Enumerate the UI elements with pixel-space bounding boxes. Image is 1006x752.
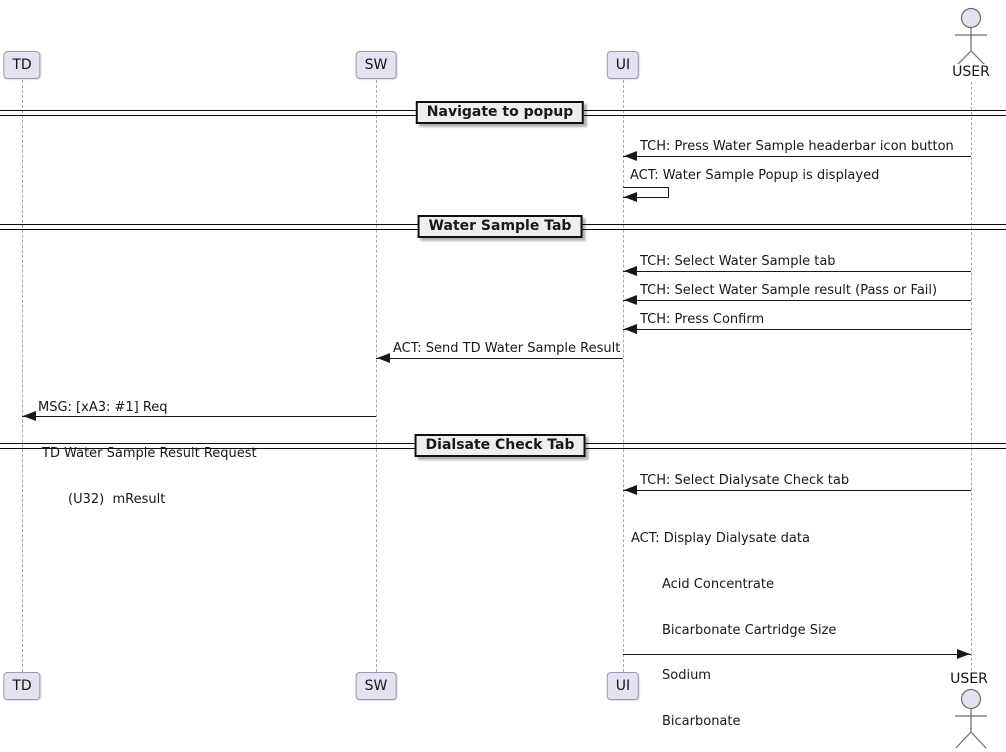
arrowhead-left-icon <box>624 295 637 305</box>
participant-td-bottom: TD <box>3 672 41 700</box>
message-5-arrow <box>623 329 971 330</box>
message-2-self-arrow <box>623 187 669 198</box>
message-7-line-1: MSG: [xA3: #1] Req <box>38 400 168 416</box>
participant-sw-bottom: SW <box>355 672 397 700</box>
lifeline-ui <box>623 80 624 672</box>
message-9-line-5: Bicarbonate <box>662 713 741 729</box>
message-8-label: TCH: Select Dialysate Check tab <box>640 473 850 488</box>
lifeline-sw <box>376 80 377 672</box>
arrowhead-left-icon <box>624 192 637 202</box>
arrowhead-left-icon <box>624 485 637 495</box>
message-5-label: TCH: Press Confirm <box>640 312 765 327</box>
arrowhead-left-icon <box>377 353 390 363</box>
message-4-arrow <box>623 300 971 301</box>
arrowhead-left-icon <box>23 411 36 421</box>
arrowhead-left-icon <box>624 266 637 276</box>
message-6-label: ACT: Send TD Water Sample Result <box>393 341 621 356</box>
message-9-line-4: Sodium <box>662 668 711 684</box>
participant-ui-top: UI <box>606 51 640 79</box>
message-7-arrow <box>22 416 376 417</box>
message-9-label: ACT: Display Dialysate data Acid Concent… <box>631 501 899 752</box>
message-1-label: TCH: Press Water Sample headerbar icon b… <box>640 139 954 154</box>
message-7-label: MSG: [xA3: #1] Req TD Water Sample Resul… <box>38 370 257 537</box>
arrowhead-left-icon <box>624 324 637 334</box>
lifeline-td <box>22 80 23 672</box>
message-9-line-3: Bicarbonate Cartridge Size <box>662 622 837 638</box>
user-actor-icon-top <box>955 7 987 66</box>
message-8-arrow <box>623 490 971 491</box>
message-1-arrow <box>623 156 971 157</box>
message-7-line-2: TD Water Sample Result Request <box>42 446 257 462</box>
lifeline-user <box>971 82 972 686</box>
participant-sw-top: SW <box>355 51 397 79</box>
participant-user-top: USER <box>950 64 992 80</box>
participant-user-bottom: USER <box>948 671 990 687</box>
arrowhead-left-icon <box>624 151 637 161</box>
message-6-arrow <box>376 358 623 359</box>
section-divider-water-sample-tab: Water Sample Tab <box>417 215 583 238</box>
participant-ui-bottom: UI <box>606 672 640 700</box>
arrowhead-right-icon <box>957 649 970 659</box>
participant-td-top: TD <box>3 51 41 79</box>
message-9-line-2: Acid Concentrate <box>662 577 774 593</box>
message-9-arrow <box>623 654 971 655</box>
message-2-label: ACT: Water Sample Popup is displayed <box>630 168 880 183</box>
section-divider-dialsate-check-tab: Dialsate Check Tab <box>414 434 586 457</box>
message-7-line-3: (U32) mResult <box>68 491 166 507</box>
message-9-line-1: ACT: Display Dialysate data <box>631 531 810 547</box>
message-3-arrow <box>623 271 971 272</box>
message-4-label: TCH: Select Water Sample result (Pass or… <box>640 283 938 298</box>
message-3-label: TCH: Select Water Sample tab <box>640 254 836 269</box>
section-divider-navigate-to-popup: Navigate to popup <box>415 101 585 124</box>
user-actor-icon-bottom <box>955 688 987 749</box>
